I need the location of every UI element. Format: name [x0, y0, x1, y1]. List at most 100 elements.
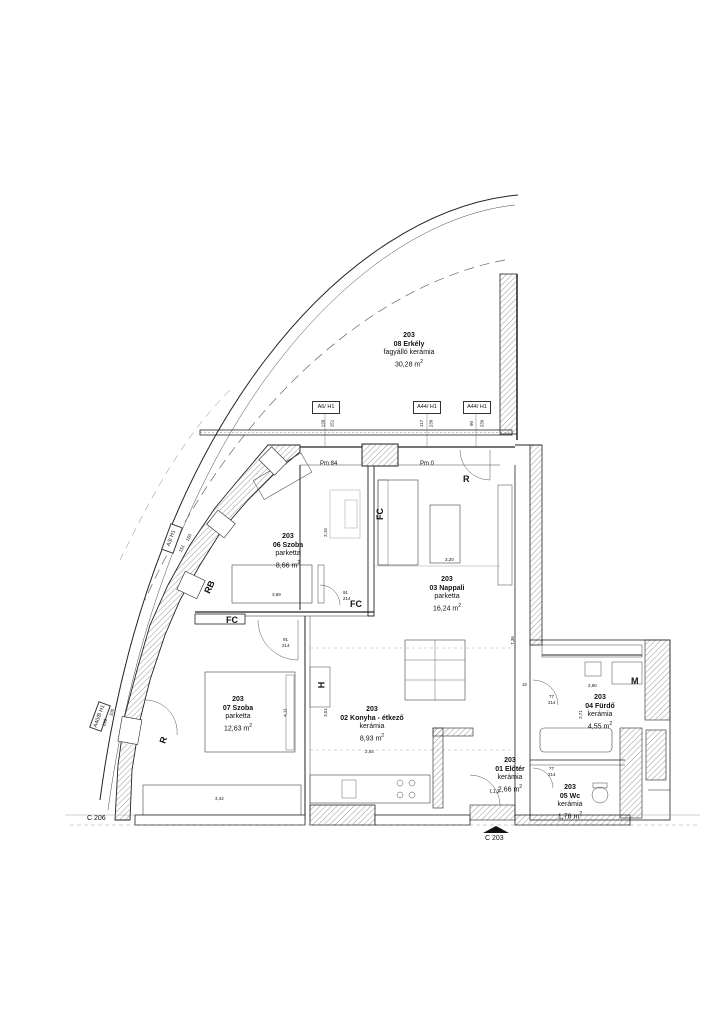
- dim-214c: 214: [548, 700, 556, 705]
- pillar-top: [361, 443, 399, 467]
- room-label-08: 203 08 Erkély fagyálló kerámia 30,28 m2: [384, 332, 435, 369]
- sofa: [377, 479, 419, 566]
- room-number: 203: [594, 694, 606, 701]
- window-tag-a44a: A44/ H1: [413, 401, 441, 414]
- room-floor: parketta: [275, 550, 301, 557]
- room-floor: parketta: [434, 593, 460, 600]
- balcony-dash-arc-2: [119, 389, 231, 561]
- coffee-table: [429, 504, 461, 564]
- dim-260: 2,60: [588, 683, 597, 688]
- room-area: 12,63 m2: [223, 722, 253, 732]
- dim-320: 3,20: [445, 557, 454, 562]
- kitchen-counter: [309, 774, 431, 804]
- label-c203: C 203: [485, 835, 504, 842]
- bathtub: [539, 727, 613, 753]
- room-area: 8,93 m2: [359, 732, 385, 742]
- dim-91b: 91: [283, 637, 289, 642]
- room-number: 203: [504, 757, 516, 764]
- dim-239a: 239: [428, 419, 434, 428]
- dim-214a: 214: [343, 596, 351, 601]
- bottom-wall-mid: [309, 804, 376, 826]
- bed-06: [231, 564, 313, 604]
- bed-07: [204, 671, 296, 753]
- dim-117: 117: [419, 419, 425, 428]
- dim-90: 90: [469, 420, 475, 427]
- room-number: 203: [232, 696, 244, 703]
- room-name: 05 Wc: [559, 792, 581, 800]
- label-h: H: [316, 681, 327, 689]
- dim-10: 10: [522, 682, 528, 687]
- label-c206: C 206: [87, 815, 106, 822]
- dim-214d: 214: [548, 772, 556, 777]
- room-label-02: 203 02 Konyha - étkező kerámia 8,93 m2: [340, 706, 403, 743]
- room-number: 203: [441, 576, 453, 583]
- balcony-dash-arc: [144, 259, 506, 601]
- label-l12: L1,2: [490, 789, 500, 795]
- room-label-01: 203 01 Előtér kerámia 2,66 m2: [495, 757, 525, 794]
- room-floor: parketta: [225, 713, 251, 720]
- dim-151a: 151: [329, 419, 335, 428]
- window-tag-a44b: A44/ H1: [463, 401, 491, 414]
- room-name: 03 Nappali: [429, 584, 465, 592]
- room-area: 16,24 m2: [432, 602, 462, 612]
- room-label-07: 203 07 Szoba parketta 12,63 m2: [223, 696, 253, 733]
- room-area: 30,28 m2: [394, 358, 424, 368]
- room-label-05: 203 05 Wc kerámia 1,76 m2: [558, 784, 583, 821]
- dim-91a: 91: [343, 590, 349, 595]
- room-floor: kerámia: [557, 801, 583, 808]
- room-label-04: 203 04 Fürdő kerámia 4,55 m2: [585, 694, 615, 731]
- room-name: 06 Szoba: [272, 541, 304, 549]
- room-name: 04 Fürdő: [585, 702, 615, 710]
- label-fc-left: FC: [226, 615, 238, 625]
- balcony-outer-arc: [99, 194, 519, 801]
- label-fc-mid: FC: [350, 599, 362, 609]
- room-number: 203: [403, 332, 415, 339]
- room-number: 203: [282, 533, 294, 540]
- dim-214b: 214: [282, 643, 290, 648]
- label-pm84: Pm 84: [320, 461, 338, 467]
- dim-254: 2,54: [365, 749, 374, 754]
- dim-77a: 77: [549, 694, 555, 699]
- room-floor: fagyálló kerámia: [383, 349, 435, 356]
- balcony-inner-arc: [107, 204, 516, 811]
- dim-351: 3,51: [322, 708, 328, 717]
- entry-wall-hatch: [432, 727, 444, 809]
- curved-facade-wall: [114, 444, 301, 821]
- dim-411: 4,11: [282, 708, 288, 717]
- room-label-06: 203 06 Szoba parketta 8,66 m2: [273, 533, 303, 570]
- label-r-top: R: [463, 474, 470, 484]
- window-tag-a6: A6/ H1: [312, 401, 340, 414]
- dim-369: 3,69: [272, 592, 281, 597]
- wall-06-03: [367, 465, 375, 617]
- dim-120: 120: [320, 419, 326, 428]
- dim-342: 3,42: [215, 796, 224, 801]
- room-area: 4,55 m2: [587, 720, 613, 730]
- room-area: 8,66 m2: [275, 559, 301, 569]
- tv-unit: [497, 484, 513, 586]
- dim-315: 3,15: [322, 528, 328, 537]
- bottom-wall-left: [134, 814, 306, 826]
- room-name: 01 Előtér: [495, 765, 525, 773]
- label-m: M: [631, 676, 639, 686]
- right-outer-wall: [529, 444, 543, 646]
- room-number: 203: [366, 706, 378, 713]
- room-floor: kerámia: [587, 711, 613, 718]
- dim-77b: 77: [549, 766, 555, 771]
- room-name: 08 Erkély: [393, 340, 425, 348]
- entrance-arrow: [483, 826, 509, 833]
- dim-239b: 239: [479, 419, 485, 428]
- room-label-03: 203 03 Nappali parketta 16,24 m2: [429, 576, 464, 613]
- toilet: [591, 786, 609, 804]
- label-fc-vertical: FC: [375, 508, 385, 520]
- room-area: 2,66 m2: [497, 783, 523, 793]
- room-area: 1,76 m2: [557, 810, 583, 820]
- balcony-right-wall: [499, 273, 518, 435]
- room-number: 203: [564, 784, 576, 791]
- dim-736: 7,36: [509, 636, 515, 645]
- label-pm0: Pm 0: [420, 461, 435, 467]
- dim-271: 2,71: [577, 710, 583, 719]
- room-name: 07 Szoba: [222, 704, 254, 712]
- room-name: 02 Konyha - étkező: [340, 714, 404, 722]
- room-floor: kerámia: [497, 774, 523, 781]
